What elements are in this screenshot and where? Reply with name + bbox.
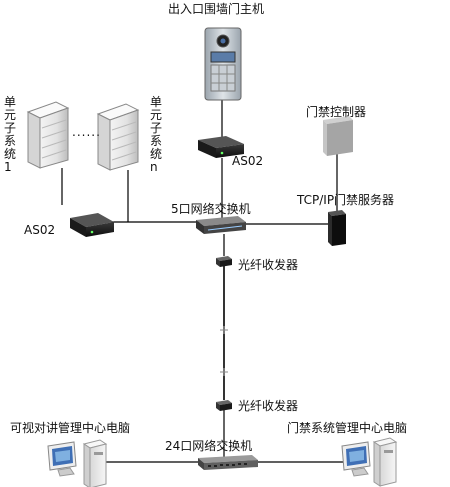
- label-entrance-main-unit: 出入口围墙门主机: [168, 2, 265, 16]
- access-server-icon: [328, 210, 346, 246]
- label-tcpip-server: TCP/IP门禁服务器: [297, 193, 395, 207]
- label-as02-top: AS02: [232, 154, 264, 168]
- fiber-markers: [220, 326, 228, 376]
- building-n-icon: [96, 103, 140, 171]
- access-controller-icon: [323, 116, 353, 156]
- fiber-transceiver-bottom-icon: [216, 400, 232, 411]
- intercom-pc-icon: [47, 439, 108, 487]
- as02-top-device-icon: [198, 136, 244, 158]
- label-intercom-pc: 可视对讲管理中心电脑: [10, 421, 131, 435]
- label-fiber-transceiver-bottom: 光纤收发器: [238, 399, 299, 413]
- label-as02-left: AS02: [24, 223, 56, 237]
- label-ellipsis: ......: [72, 125, 101, 139]
- label-unit-system-n: 单元子系统n: [150, 95, 163, 174]
- label-switch-24port: 24口网络交换机: [165, 439, 253, 453]
- as02-left-device-icon: [70, 213, 114, 237]
- fiber-transceiver-top-icon: [216, 256, 232, 267]
- door-station-panel-icon: [204, 27, 242, 101]
- access-pc-icon: [341, 437, 398, 487]
- label-access-pc: 门禁系统管理中心电脑: [287, 421, 408, 435]
- switch-24port-icon: [198, 455, 258, 470]
- label-access-controller: 门禁控制器: [306, 105, 367, 119]
- switch-5port-icon: [196, 216, 246, 234]
- label-unit-system-1: 单元子系统1: [4, 95, 17, 174]
- label-fiber-transceiver-top: 光纤收发器: [238, 258, 299, 272]
- building-1-icon: [26, 101, 70, 169]
- label-switch-5port: 5口网络交换机: [171, 202, 251, 216]
